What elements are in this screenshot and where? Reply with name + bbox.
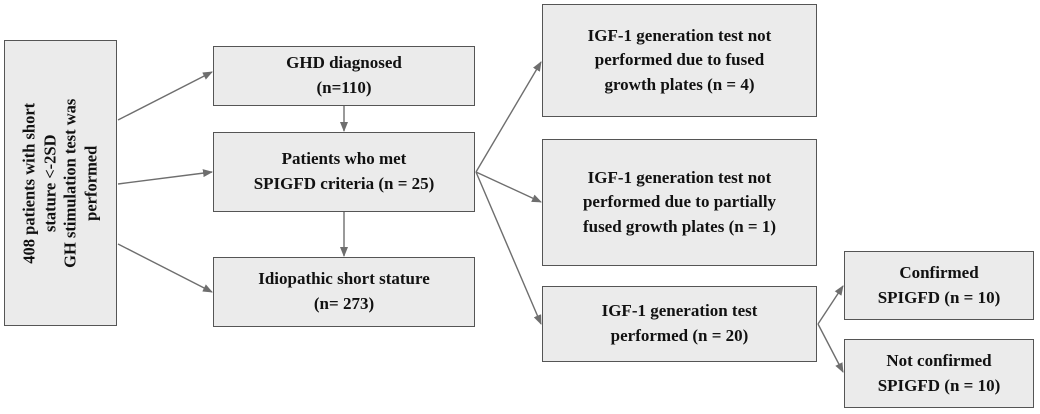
box-text: IGF-1 generation test performed (n = 20) [602, 299, 758, 348]
text-line: IGF-1 generation test [601, 301, 758, 321]
box-text: Patients who met SPIGFD criteria (n = 25… [254, 147, 435, 196]
text-line: performed due to fused [594, 50, 765, 70]
text-line: performed (n = 20) [610, 326, 749, 345]
arrow-spigfd-to-fused [475, 61, 542, 173]
arrow-source-to-ghd [117, 71, 213, 121]
text-line: IGF-1 generation test not [587, 167, 772, 187]
box-text: GHD diagnosed (n=110) [286, 51, 402, 100]
arrow-performed-to-confirmed [817, 285, 844, 325]
idiopathic-short-stature-box: Idiopathic short stature (n= 273) [213, 257, 475, 327]
text-line: SPIGFD (n = 10) [877, 287, 1001, 307]
text-line: SPIGFD (n = 10) [877, 375, 1001, 395]
text-line: performed due to partially [582, 192, 777, 212]
box-text: 408 patients with short stature <-2SD GH… [19, 98, 102, 267]
text-line: performed [81, 145, 101, 221]
text-line: (n= 273) [313, 294, 375, 313]
text-line: Confirmed [899, 262, 979, 282]
text-line: SPIGFD criteria (n = 25) [253, 174, 435, 193]
text-line: IGF-1 generation test not [587, 25, 772, 45]
arrow-source-to-spigfd [117, 169, 213, 185]
box-text: Confirmed SPIGFD (n = 10) [878, 261, 1001, 310]
arrow-spigfd-to-partial [475, 171, 542, 203]
arrow-performed-to-not-confirmed [817, 323, 844, 373]
box-text: IGF-1 generation test not performed due … [583, 166, 776, 240]
text-line: GH stimulation test was [60, 98, 80, 268]
text-line: fused growth plates (n = 1) [582, 216, 777, 236]
spigfd-criteria-box: Patients who met SPIGFD criteria (n = 25… [213, 132, 475, 212]
box-text: Not confirmed SPIGFD (n = 10) [878, 349, 1001, 398]
confirmed-spigfd-box: Confirmed SPIGFD (n = 10) [844, 251, 1034, 320]
source-population-box: 408 patients with short stature <-2SD GH… [4, 40, 117, 326]
text-line: (n=110) [316, 78, 372, 97]
text-line: 408 patients with short [19, 102, 39, 264]
text-line: Idiopathic short stature [258, 269, 430, 289]
test-performed-box: IGF-1 generation test performed (n = 20) [542, 286, 817, 362]
text-line: GHD diagnosed [286, 53, 402, 73]
arrow-spigfd-to-performed [475, 171, 542, 325]
text-line: Patients who met [281, 149, 407, 169]
text-line: Not confirmed [886, 350, 992, 370]
box-text: IGF-1 generation test not performed due … [588, 24, 772, 98]
text-line: stature <-2SD [39, 134, 59, 232]
ghd-diagnosed-box: GHD diagnosed (n=110) [213, 46, 475, 106]
text-line: growth plates (n = 4) [604, 74, 755, 94]
partially-fused-plates-box: IGF-1 generation test not performed due … [542, 139, 817, 266]
arrow-source-to-iss [117, 243, 213, 293]
box-text: Idiopathic short stature (n= 273) [258, 267, 430, 316]
not-confirmed-spigfd-box: Not confirmed SPIGFD (n = 10) [844, 339, 1034, 408]
fused-plates-box: IGF-1 generation test not performed due … [542, 4, 817, 117]
